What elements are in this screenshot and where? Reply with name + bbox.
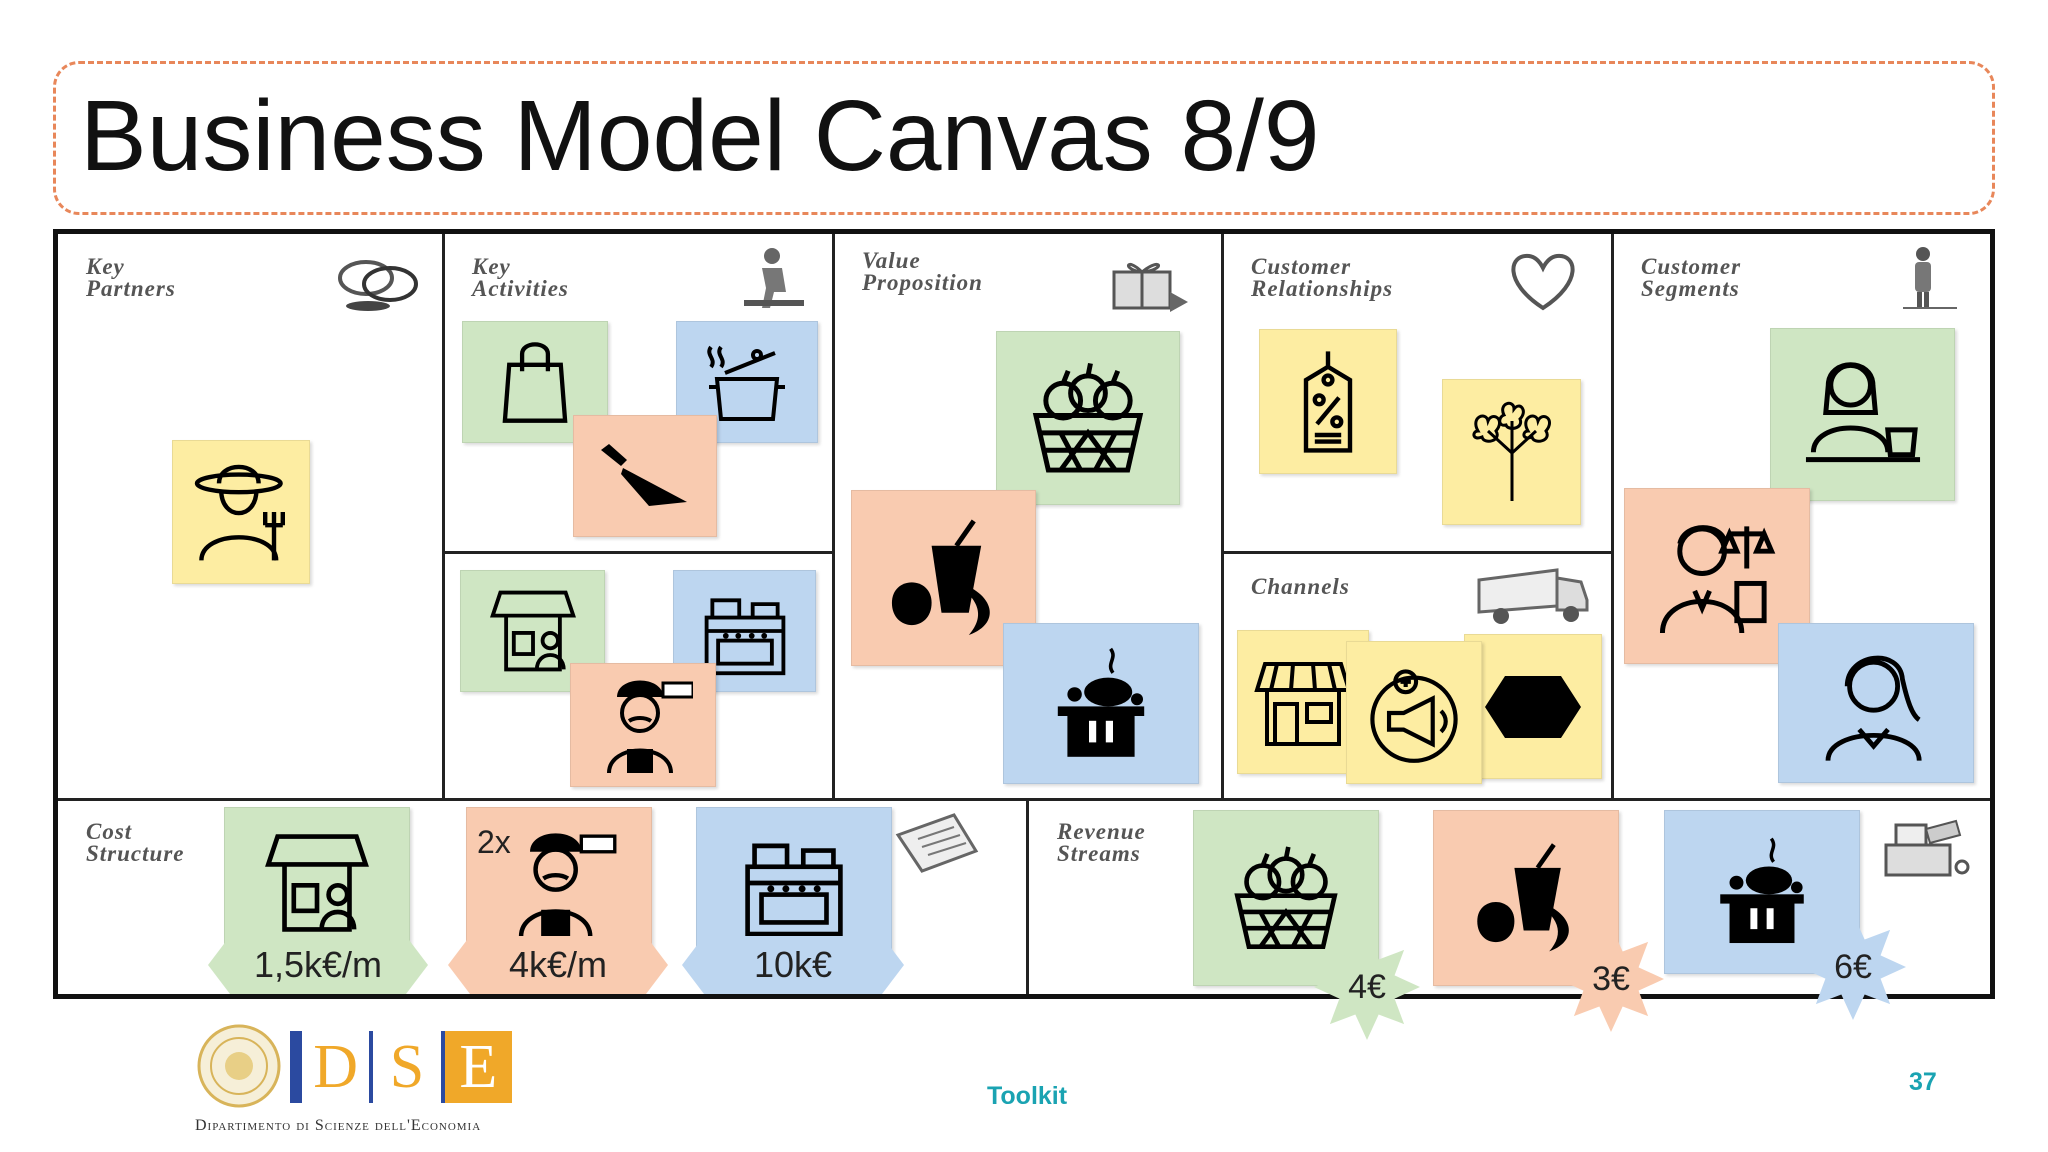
divider [58, 798, 1990, 801]
cooking-pot-icon [707, 345, 785, 421]
note-promotion [1346, 641, 1482, 784]
note-cost-staff [466, 807, 652, 959]
receipt-icon [895, 813, 979, 873]
knife-icon [601, 444, 687, 506]
cost-structure-cell: Cost Structure [58, 801, 1026, 994]
key-partners-cell: Key Partners [58, 234, 442, 798]
key-partners-label: Key Partners [86, 254, 176, 301]
revenue-streams-cell: Revenue Streams [1029, 801, 1990, 994]
customer-segments-cell: Customer Segments [1613, 234, 1990, 798]
woman-icon [1825, 655, 1922, 762]
note-fruit-basket [996, 331, 1180, 505]
channels-cell: Channels [1223, 554, 1611, 798]
divider [1026, 799, 1029, 994]
channels-label: Channels [1251, 574, 1350, 599]
storefront-icon [1254, 662, 1352, 746]
cost-staff-value: 4k€/m [448, 936, 668, 994]
customer-relationships-cell: Customer Relationships [1223, 234, 1611, 552]
fruit-basket-icon [1234, 846, 1338, 950]
cost-structure-label: Cost Structure [86, 819, 185, 866]
key-activities-cell: Key Activities [444, 234, 832, 552]
cost-shop-value: 1,5k€/m [208, 936, 428, 994]
note-chef [570, 663, 716, 787]
gift-box-icon [1112, 262, 1188, 312]
smoothie-icon [1477, 843, 1569, 952]
business-model-canvas [53, 229, 1995, 999]
note-parsley [1442, 379, 1581, 525]
heart-icon [1511, 253, 1575, 311]
shop-icon [489, 590, 576, 672]
handshake-rings-icon [338, 260, 418, 311]
revenue-fruit-price: 4€ [1314, 934, 1420, 1040]
note-cook-woman [1770, 328, 1955, 501]
divider [1223, 551, 1611, 554]
cost-equipment-value: 10k€ [682, 936, 904, 994]
stove-icon [704, 598, 785, 676]
truck-icon [1477, 568, 1589, 624]
footer-toolkit: Toolkit [987, 1082, 1068, 1110]
smoothie-icon [891, 519, 990, 636]
shopping-bag-icon [502, 342, 568, 423]
logo-letter-s: S [373, 1031, 445, 1103]
note-farmer [172, 440, 310, 584]
cook-woman-icon [1805, 361, 1920, 462]
worker-icon [744, 248, 804, 308]
note-hot-food [1003, 623, 1199, 784]
logo-letter-e: E [444, 1031, 512, 1103]
shop-icon [265, 834, 369, 932]
parsley-icon [1471, 401, 1551, 501]
revenue-smoothie-price: 3€ [1558, 926, 1664, 1032]
revenue-hot-food-price: 6€ [1800, 914, 1906, 1020]
customer-relationships-label: Customer Relationships [1251, 254, 1394, 301]
value-proposition-cell: Value Proposition [834, 234, 1221, 798]
discount-tag-icon [1303, 350, 1353, 453]
divider [832, 234, 835, 799]
divider [444, 551, 832, 554]
divider [1611, 234, 1614, 799]
hexagon-icon [1485, 675, 1581, 738]
cash-register-icon [1884, 819, 1970, 877]
key-activities-label: Key Activities [472, 254, 569, 301]
note-customer-woman [1778, 623, 1974, 783]
divider [1221, 234, 1224, 799]
page-title: Business Model Canvas 8/9 [80, 80, 1320, 192]
note-revenue-fruit [1193, 810, 1379, 986]
revenue-streams-label: Revenue Streams [1057, 819, 1146, 866]
staff-multiplier: 2x [477, 824, 511, 860]
chef-icon [518, 833, 617, 937]
lawyer-icon [1659, 525, 1776, 634]
logo-letter-d: D [302, 1031, 374, 1103]
farmer-icon [194, 464, 285, 561]
megaphone-icon [1370, 668, 1458, 763]
dse-logo: D S E [290, 1031, 512, 1103]
person-icon [1903, 247, 1957, 309]
note-hexagon [1464, 634, 1602, 779]
chef-icon [607, 680, 693, 774]
note-discount-tag [1259, 329, 1397, 474]
divider [442, 234, 445, 799]
hot-food-pot-icon [1057, 647, 1145, 757]
note-cost-shop [224, 807, 410, 959]
department-name: Dipartimento di Scienze dell'Economia [195, 1117, 482, 1134]
stove-icon [745, 843, 843, 937]
fruit-basket-icon [1032, 362, 1144, 473]
page-number: 37 [1909, 1068, 1937, 1096]
note-knife [573, 415, 717, 537]
customer-segments-label: Customer Segments [1641, 254, 1742, 301]
hot-food-pot-icon [1720, 837, 1804, 944]
title-box: Business Model Canvas 8/9 [53, 61, 1995, 215]
university-seal-icon [197, 1024, 281, 1108]
value-proposition-label: Value Proposition [862, 248, 983, 295]
